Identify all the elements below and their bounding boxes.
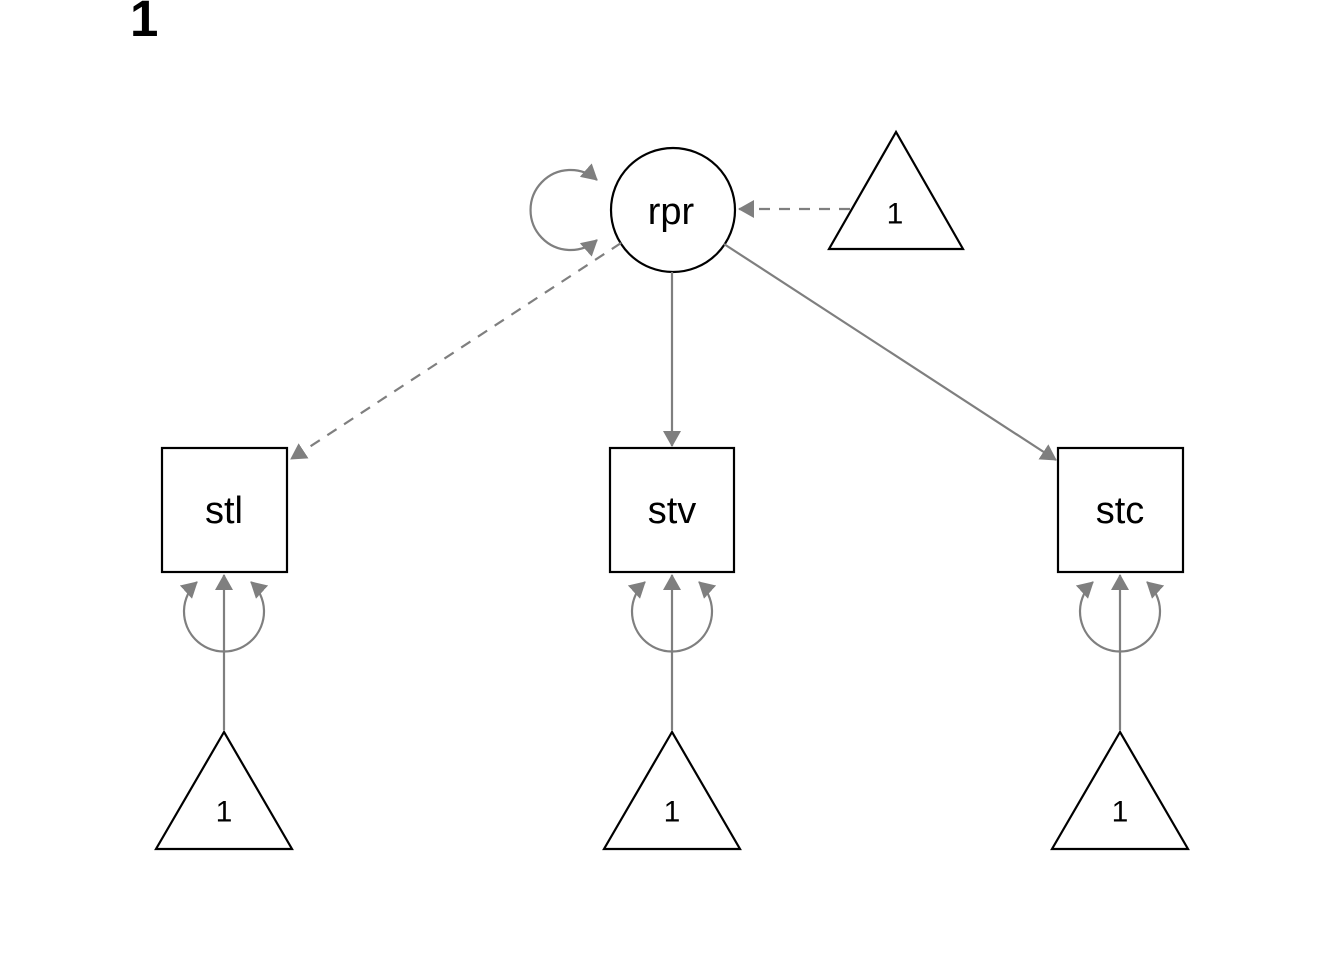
constant-triangle xyxy=(602,729,742,851)
constant-node-label: 1 xyxy=(1112,796,1129,829)
manifest-node-label: stv xyxy=(648,490,697,532)
latent-node-rpr: rpr xyxy=(609,146,737,274)
constant-triangle xyxy=(154,729,294,851)
constant-node-stc: 1 xyxy=(1050,729,1190,851)
constant-node-label: 1 xyxy=(216,796,233,829)
constant-node-stv: 1 xyxy=(602,729,742,851)
manifest-square xyxy=(608,446,736,574)
manifest-node-stl: stl xyxy=(160,446,289,574)
edge-rpr-self-loop xyxy=(529,163,598,257)
constant-node-stl: 1 xyxy=(154,729,294,851)
edge-stc-self-loop xyxy=(1075,581,1165,653)
edge-rpr-to-stl xyxy=(290,242,622,460)
constant-node-rpr: 1 xyxy=(827,129,965,251)
constant-triangle xyxy=(1050,729,1190,851)
manifest-node-label: stc xyxy=(1096,490,1145,532)
edge-stl-self-loop xyxy=(179,581,269,653)
manifest-node-stv: stv xyxy=(608,446,736,574)
constant-node-label: 1 xyxy=(664,796,681,829)
latent-node-label: rpr xyxy=(648,191,695,233)
manifest-node-label: stl xyxy=(205,490,243,532)
manifest-square xyxy=(1056,446,1185,574)
constant-triangle xyxy=(827,129,965,251)
constant-node-label: 1 xyxy=(887,198,904,231)
manifest-square xyxy=(160,446,289,574)
edge-stv-self-loop xyxy=(627,581,717,653)
edge-rpr-to-stc xyxy=(723,243,1057,461)
manifest-node-stc: stc xyxy=(1056,446,1185,574)
figure-title: 1 xyxy=(130,0,159,47)
